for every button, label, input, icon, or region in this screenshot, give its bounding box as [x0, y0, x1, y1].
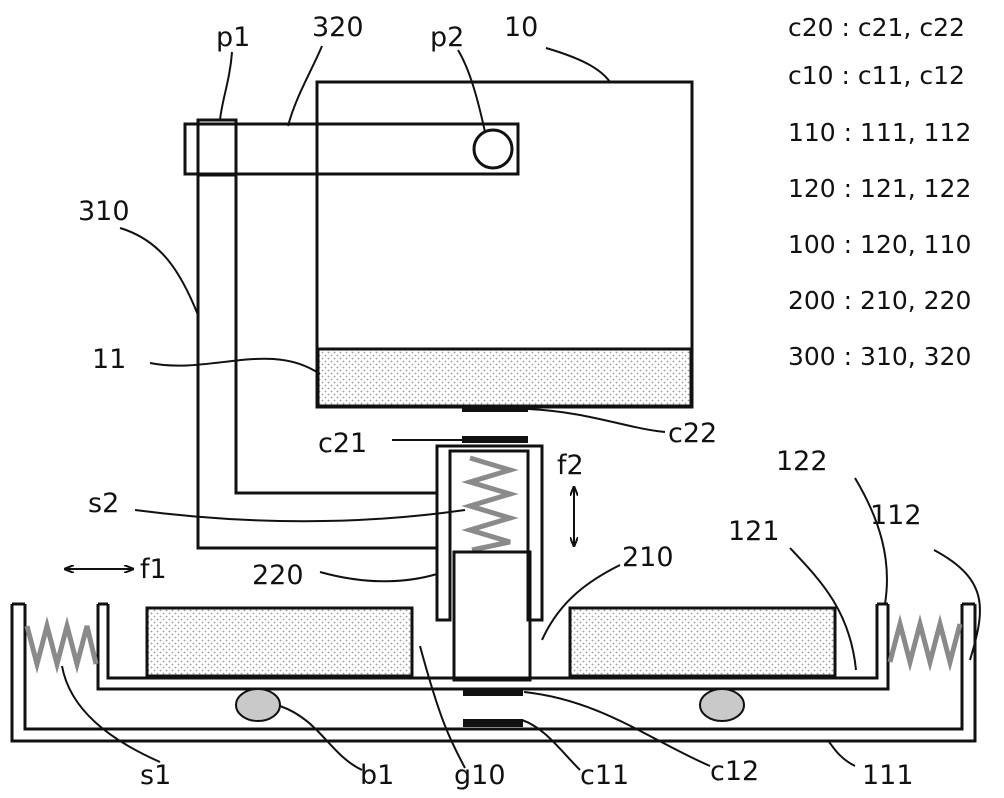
legend-line: c10 : c11, c12 — [788, 61, 965, 90]
contact-c22 — [462, 405, 528, 412]
label-11: 11 — [92, 344, 126, 375]
label-s2: s2 — [88, 488, 119, 519]
frame-310 — [196, 175, 437, 550]
legend: c20 : c21, c22 c10 : c11, c12 110 : 111,… — [788, 13, 971, 371]
legend-line: 300 : 310, 320 — [788, 342, 971, 371]
spring-s1-left — [24, 616, 99, 674]
stippled-layer-11 — [316, 347, 693, 408]
label-210: 210 — [622, 542, 674, 573]
pin-p2 — [472, 128, 514, 170]
arm-320 — [183, 122, 520, 176]
stippled-block-left-g10 — [145, 606, 414, 678]
base-tray-111 — [10, 602, 977, 743]
label-p2: p2 — [430, 22, 464, 53]
label-112: 112 — [870, 500, 922, 531]
label-10: 10 — [504, 12, 538, 43]
contact-c12 — [463, 688, 523, 696]
label-c21: c21 — [318, 428, 367, 459]
stippled-block-right-g10 — [568, 606, 837, 678]
legend-line: 100 : 120, 110 — [788, 230, 971, 259]
label-310: 310 — [78, 196, 130, 227]
label-121: 121 — [728, 516, 780, 547]
sleeve-220 — [435, 444, 544, 622]
label-c12: c12 — [710, 756, 759, 787]
label-p1: p1 — [216, 22, 250, 53]
leader-lines — [61, 45, 981, 771]
label-220: 220 — [252, 560, 304, 591]
label-b1: b1 — [360, 760, 394, 791]
pin-p1 — [196, 118, 238, 177]
label-122: 122 — [776, 446, 828, 477]
legend-line: 110 : 111, 112 — [788, 118, 971, 147]
label-c11: c11 — [580, 760, 629, 791]
legend-line: 200 : 210, 220 — [788, 286, 971, 315]
spring-s1-right — [887, 614, 963, 672]
label-320: 320 — [312, 12, 364, 43]
label-s1: s1 — [140, 760, 171, 791]
contact-c21 — [462, 436, 528, 443]
spring-s2 — [461, 455, 519, 553]
label-f1: f1 — [140, 554, 167, 585]
label-c22: c22 — [668, 418, 717, 449]
ball-b1-right — [699, 688, 745, 722]
post-210 — [452, 550, 532, 682]
ball-b1-left — [235, 688, 281, 722]
legend-line: 120 : 121, 122 — [788, 174, 971, 203]
label-111: 111 — [862, 760, 914, 791]
label-g10: g10 — [454, 760, 506, 791]
contact-c11 — [463, 719, 523, 727]
label-f2: f2 — [557, 450, 584, 481]
legend-line: c20 : c21, c22 — [788, 13, 965, 42]
